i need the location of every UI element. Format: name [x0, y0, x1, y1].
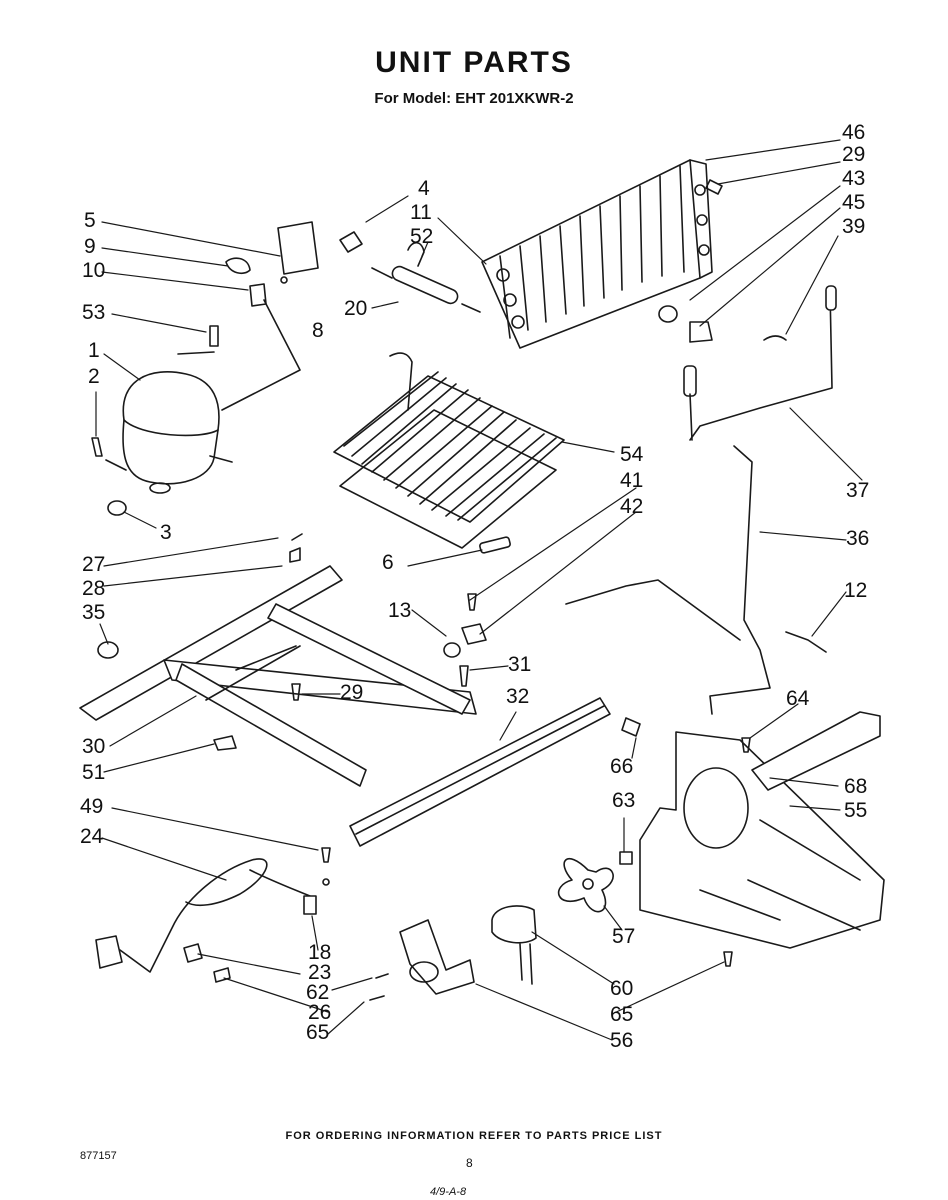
condenser-coil — [481, 159, 713, 349]
callout-63: 63 — [612, 789, 636, 812]
compressor — [91, 325, 233, 516]
refrigerant-tubing — [565, 285, 837, 715]
callout-65-right: 65 — [610, 1003, 634, 1026]
callout-55: 55 — [844, 799, 868, 822]
callout-57: 57 — [612, 925, 636, 948]
callout-45: 45 — [842, 191, 866, 214]
callout-8: 8 — [312, 319, 324, 342]
callout-23: 23 — [308, 961, 332, 984]
drier-assembly — [339, 231, 481, 313]
callout-4: 4 — [418, 177, 430, 200]
callout-66: 66 — [610, 755, 634, 778]
callout-60: 60 — [610, 977, 634, 1000]
callout-32: 32 — [506, 685, 530, 708]
callout-51: 51 — [82, 761, 106, 784]
ordering-info-note: FOR ORDERING INFORMATION REFER TO PARTS … — [285, 1130, 663, 1142]
callout-37: 37 — [846, 479, 870, 502]
callout-13: 13 — [388, 599, 412, 622]
fan-blade — [557, 858, 614, 913]
callout-52: 52 — [410, 225, 434, 248]
callout-62: 62 — [306, 981, 330, 1004]
document-number: 877157 — [80, 1150, 117, 1162]
compressor-base-frame — [79, 533, 477, 787]
callout-31: 31 — [508, 653, 532, 676]
condenser-small-parts — [658, 179, 787, 343]
page-number: 8 — [466, 1156, 473, 1170]
callout-49: 49 — [80, 795, 104, 818]
callout-27: 27 — [82, 553, 106, 576]
callout-5: 5 — [84, 209, 96, 232]
callout-11: 11 — [410, 201, 432, 224]
callout-39: 39 — [842, 215, 866, 238]
callout-28: 28 — [82, 577, 106, 600]
relay-overload — [221, 221, 319, 411]
callout-30: 30 — [82, 735, 106, 758]
support-rail — [349, 697, 641, 847]
handwritten-mark: 4/9-A-8 — [430, 1186, 467, 1198]
callout-26: 26 — [308, 1001, 332, 1024]
callout-64: 64 — [786, 687, 810, 710]
callout-43: 43 — [842, 167, 866, 190]
callout-29: 29 — [842, 143, 866, 166]
callout-35: 35 — [82, 601, 106, 624]
callout-12: 12 — [844, 579, 868, 602]
callout-6: 6 — [382, 551, 394, 574]
fan-motor — [369, 905, 733, 1001]
callout-42: 42 — [620, 495, 644, 518]
fan-shroud — [619, 711, 885, 949]
model-subtitle: For Model: EHT 201XKWR-2 — [374, 90, 574, 107]
page-title: UNIT PARTS — [375, 46, 573, 79]
callout-24: 24 — [80, 825, 104, 848]
callout-54: 54 — [620, 443, 644, 466]
callout-53: 53 — [82, 301, 106, 324]
callout-46: 46 — [842, 121, 866, 144]
callout-56: 56 — [610, 1029, 634, 1052]
callout-65-left: 65 — [306, 1021, 330, 1044]
power-cord — [95, 847, 331, 983]
callout-9: 9 — [84, 235, 96, 258]
callout-41: 41 — [620, 469, 644, 492]
callout-68: 68 — [844, 775, 868, 798]
callout-36: 36 — [846, 527, 870, 550]
callout-20: 20 — [344, 297, 368, 320]
callout-leader-lines — [95, 139, 863, 1041]
callout-3: 3 — [160, 521, 172, 544]
callout-2: 2 — [88, 365, 100, 388]
callout-10: 10 — [82, 259, 106, 282]
callout-18: 18 — [308, 941, 332, 964]
callout-29-base: 29 — [340, 681, 364, 704]
small-fasteners — [291, 536, 511, 701]
callout-1: 1 — [88, 339, 100, 362]
evaporator-coil — [333, 352, 565, 549]
